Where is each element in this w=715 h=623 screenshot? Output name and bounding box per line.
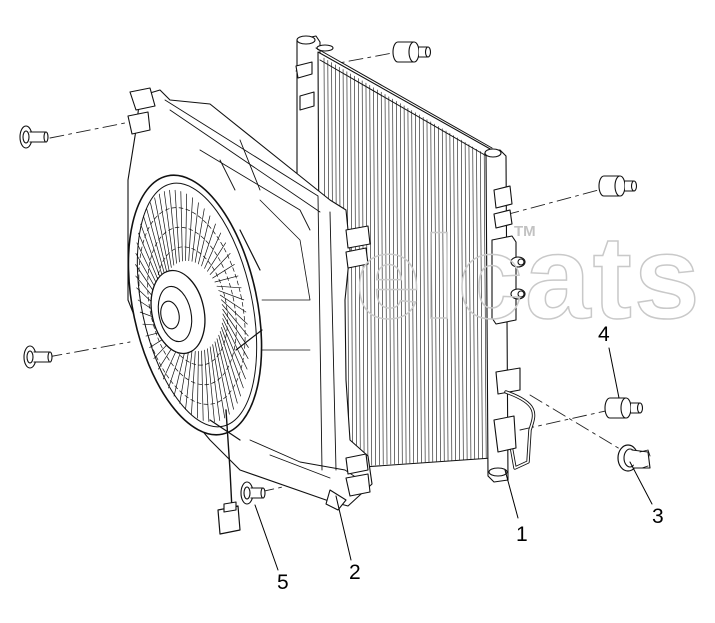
blade-line [169,189,177,264]
blade-line [219,331,241,397]
fin-line [373,87,376,466]
electric-fan [127,174,263,535]
callout-5: 5 [277,571,289,594]
blade-line [221,327,244,389]
fin-line [449,132,453,461]
blade-line [212,264,235,279]
blade-line [214,275,239,283]
blade-line [222,313,249,359]
fan-blades [135,189,249,423]
blade-line [209,252,231,275]
blade-line [173,347,186,397]
left-tank-cap [296,35,316,45]
blade-line [163,191,175,266]
blade-line [158,193,172,268]
blade-ring [147,226,237,386]
fin-line [457,137,460,461]
fin-line [411,110,415,463]
blade-line [180,191,183,262]
callout-3: 3 [652,505,664,528]
fin-line [380,91,384,465]
fin-line [426,119,430,463]
blade-line [154,197,170,271]
fin-line [415,112,418,463]
blade-line [196,351,199,419]
blade-line [143,215,165,281]
callout-2: 2 [349,561,361,584]
fin-line [377,89,380,466]
callout-4: 4 [598,323,610,346]
fin-line [453,135,456,461]
fin-line [476,148,479,459]
fin-line [358,78,361,467]
fin-line [407,107,411,464]
watermark-trademark: TM [514,223,536,240]
blade-line [219,294,247,313]
fan-wire [225,409,233,511]
fin-line [434,123,437,462]
blade-line [150,202,168,274]
fin-line [384,94,388,465]
fin-line [461,139,464,460]
screw-part-5 [19,125,266,505]
blade-line [207,242,226,272]
blade-ring [138,207,246,405]
fin-line [369,85,373,466]
fin-line [419,114,422,463]
fin-line [365,82,369,466]
blade-line [204,349,210,423]
callout-1: 1 [516,523,528,546]
blade-line [216,285,242,289]
blade-line [204,232,222,269]
bolt-part-4 [392,41,644,419]
fin-line [430,121,434,462]
blade-line [179,349,190,404]
fin-line [399,103,403,464]
blade-line [194,208,205,263]
blade-line [174,189,180,263]
fin-line [468,144,472,460]
blade-line [146,208,166,278]
fin-line [464,142,468,460]
blade-line [216,338,234,410]
blade-line [212,344,226,419]
blade-line [221,304,249,337]
blade-line [207,348,215,423]
fin-line [392,98,395,465]
blade-line [220,299,248,325]
clip-part-3 [617,444,651,472]
fin-line [422,116,426,463]
receiver-drier [491,235,517,325]
condenser-fittings [510,256,526,300]
blade-line [140,223,163,285]
blade-line [201,350,204,421]
fin-line [480,151,483,459]
fin-line [354,75,357,467]
blade-line [221,322,246,380]
fin-line [445,130,449,461]
blade-line [222,308,249,348]
fin-line [483,153,487,459]
blade-line [209,346,221,421]
blade-line [218,290,245,301]
fin-line [472,146,476,460]
blade-line [218,334,238,404]
fin-line [403,105,407,464]
fin-line [350,73,353,467]
leader-lines [254,347,653,571]
fin-line [361,80,365,466]
blade-line [214,341,230,415]
blade-line [198,215,211,265]
fin-line [438,126,441,462]
fin-line [388,96,392,465]
fin-line [441,128,445,462]
blade-line [185,193,188,261]
fin-line [396,101,399,464]
